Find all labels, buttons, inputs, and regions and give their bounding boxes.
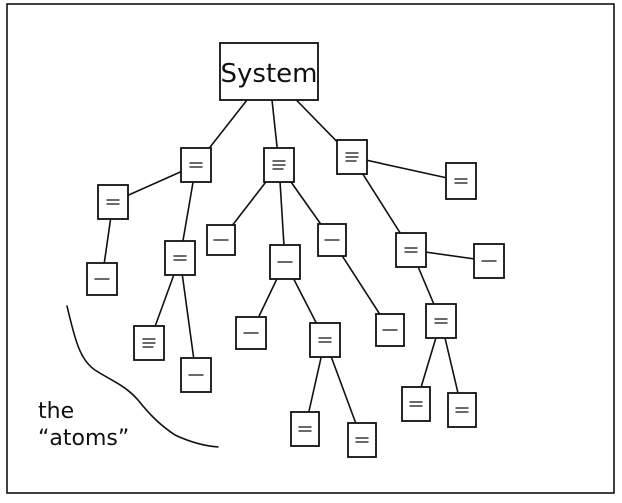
atom-node-d1 bbox=[290, 411, 320, 447]
atom-node-c7 bbox=[395, 232, 427, 268]
atom-node-b5 bbox=[180, 357, 212, 393]
annotation-line-2: “atoms” bbox=[38, 426, 129, 451]
root-label: System bbox=[221, 59, 318, 89]
atom-node-c3 bbox=[317, 223, 347, 257]
atom-node-a3 bbox=[336, 139, 368, 175]
atom-node-d3 bbox=[401, 386, 431, 422]
atoms-bracket bbox=[66, 305, 219, 448]
atom-node-c6 bbox=[375, 313, 405, 347]
atom-node-c4 bbox=[235, 316, 267, 350]
atom-node-c2 bbox=[269, 244, 301, 280]
atom-node-b4 bbox=[133, 325, 165, 361]
atom-node-c8 bbox=[473, 243, 505, 279]
atom-node-c5 bbox=[309, 322, 341, 358]
atom-node-b1 bbox=[97, 184, 129, 220]
atom-node-d2 bbox=[347, 422, 377, 458]
frame bbox=[6, 3, 615, 494]
atom-node-a1 bbox=[180, 147, 212, 183]
edge-a3-a4 bbox=[351, 156, 462, 182]
atom-node-a4 bbox=[445, 162, 477, 200]
atom-node-a2 bbox=[263, 147, 295, 183]
atom-node-d4 bbox=[447, 392, 477, 428]
atom-node-b2 bbox=[86, 262, 118, 296]
atom-node-c9 bbox=[425, 303, 457, 339]
atom-node-c1 bbox=[206, 224, 236, 256]
annotation-line-1: the bbox=[38, 399, 74, 424]
atom-node-b3 bbox=[164, 240, 196, 276]
root-node: System bbox=[219, 42, 319, 101]
edge-b3-b5 bbox=[179, 257, 197, 376]
atom-nodes bbox=[86, 139, 505, 458]
